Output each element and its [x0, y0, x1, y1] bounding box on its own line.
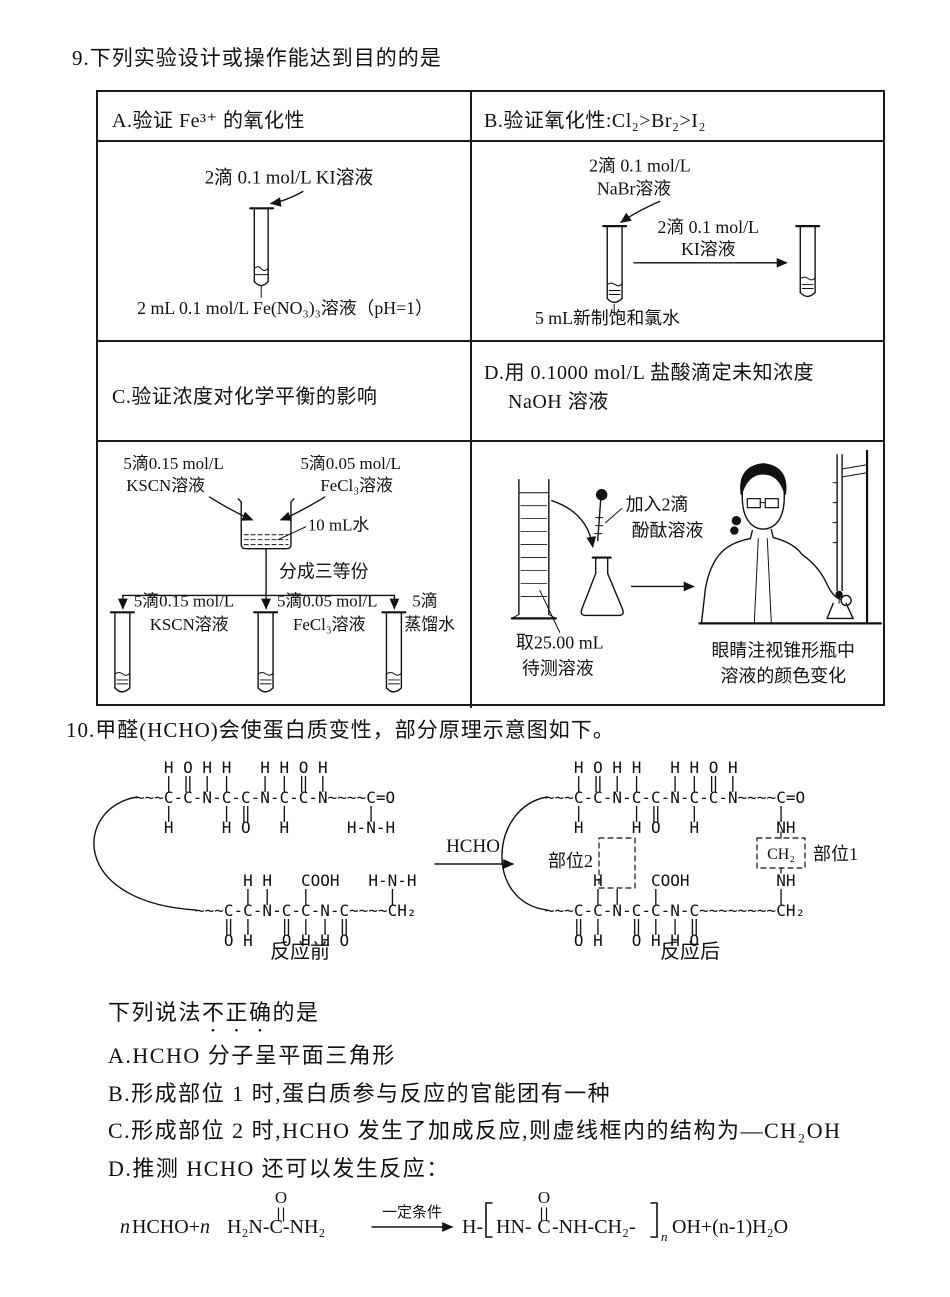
svg-text:一定条件: 一定条件	[382, 1204, 442, 1221]
svg-text:O: O	[538, 1188, 550, 1207]
option-c-diagram-cell: 5滴0.15 mol/L KSCN溶液 5滴0.05 mol/L FeCl₃溶液 10 …	[98, 442, 472, 708]
svg-text:5滴0.15 mol/L: 5滴0.15 mol/L	[134, 591, 234, 610]
option-d-header: D.用 0.1000 mol/L 盐酸滴定未知浓度 NaOH 溶液	[472, 342, 885, 442]
svg-text:2 mL 0.1 mol/L Fe(NO₃)₃溶液（pH=1: 2 mL 0.1 mol/L Fe(NO₃)₃溶液（pH=1）	[137, 298, 433, 319]
svg-text:溶液的颜色变化: 溶液的颜色变化	[720, 666, 846, 686]
protein-chain-after-bottom: H COOH NH | | | | ~~~C-C-N-C-C-N-C~~~~~~…	[545, 871, 806, 950]
svg-text:CH₂: CH₂	[767, 846, 795, 863]
svg-text:5滴0.05 mol/L: 5滴0.05 mol/L	[300, 454, 400, 473]
svg-text:2滴 0.1 mol/L: 2滴 0.1 mol/L	[589, 156, 690, 176]
option-10-d: D.推测 HCHO 还可以发生反应：	[108, 1156, 450, 1181]
svg-text:分成三等份: 分成三等份	[279, 561, 369, 581]
svg-text:O: O	[275, 1188, 287, 1207]
protein-chain-after-top: H O H H H H O H | ‖ | | | | ‖ | ~~~C-C-N…	[545, 758, 806, 837]
protein-chain-before-bottom: H H COOH H-N-H | | | | ~~~C-C-N-C-C-N-C~…	[195, 871, 417, 950]
option-d-header-line1: D.用 0.1000 mol/L 盐酸滴定未知浓度	[484, 362, 815, 384]
svg-text:5滴: 5滴	[412, 591, 437, 610]
svg-text:C: C	[537, 1216, 550, 1238]
svg-text:2滴 0.1 mol/L KI溶液: 2滴 0.1 mol/L KI溶液	[205, 167, 374, 189]
svg-text:H₂N-C-NH₂: H₂N-C-NH₂	[227, 1216, 325, 1238]
option-d-header-line2: NaOH 溶液	[508, 391, 609, 413]
svg-text:蒸馏水: 蒸馏水	[404, 615, 455, 634]
option-10-a: A.HCHO 分子呈平面三角形	[108, 1043, 396, 1068]
svg-text:部位1: 部位1	[813, 844, 858, 864]
question-10-stem: 下列说法不正确的是	[108, 995, 320, 1037]
svg-text:-NH-CH₂-: -NH-CH₂-	[552, 1216, 636, 1238]
option-10-c: C.形成部位 2 时,HCHO 发生了加成反应,则虚线框内的结构为—CH₂OH	[108, 1118, 842, 1143]
svg-text:酚酞溶液: 酚酞溶液	[632, 521, 704, 541]
question-10-title: 10.甲醛(HCHO)会使蛋白质变性，部分原理示意图如下。	[66, 718, 615, 742]
svg-text:KSCN溶液: KSCN溶液	[126, 476, 205, 495]
svg-text:NaBr溶液: NaBr溶液	[597, 178, 671, 198]
question-9-table: A.验证 Fe³⁺ 的氧化性 B.验证氧化性:Cl₂>Br₂>I₂ 2滴 0.1…	[96, 90, 885, 708]
option-d-diagram-cell: 取25.00 mL 待测溶液 加入2滴酚酞溶液眼睛注视锥形瓶中溶液的颜色变化	[472, 442, 885, 708]
svg-text:HN-: HN-	[496, 1216, 532, 1238]
protein-structure-overlay: HCHO 反应前 反应后 部位2 CH₂ 部位1	[93, 796, 858, 963]
svg-text:KSCN溶液: KSCN溶液	[150, 615, 229, 634]
option-c-header: C.验证浓度对化学平衡的影响	[98, 342, 472, 442]
svg-text:反应前: 反应前	[270, 940, 330, 963]
svg-text:OH+(n-1)H₂O: OH+(n-1)H₂O	[672, 1216, 788, 1238]
svg-text:H-: H-	[462, 1216, 483, 1238]
stem-emphasized: 不正确	[202, 1000, 273, 1025]
option-c-diagram: 5滴0.15 mol/L KSCN溶液 5滴0.05 mol/L FeCl₃溶液 10 …	[109, 454, 455, 693]
svg-text:n: n	[200, 1216, 210, 1238]
svg-text:5滴0.15 mol/L: 5滴0.15 mol/L	[123, 454, 223, 473]
svg-text:n: n	[120, 1216, 130, 1238]
svg-text:待测溶液: 待测溶液	[522, 658, 594, 678]
option-10-b: B.形成部位 1 时,蛋白质参与反应的官能团有一种	[108, 1081, 612, 1106]
svg-text:5 mL新制饱和氯水: 5 mL新制饱和氯水	[535, 308, 680, 328]
svg-text:取25.00 mL: 取25.00 mL	[516, 632, 604, 652]
stem-post: 的是	[272, 1000, 320, 1025]
svg-text:加入2滴: 加入2滴	[626, 495, 689, 515]
protein-chain-before-top: H O H H H H O H | ‖ | | | | ‖ | ~~~C-C-N…	[135, 758, 396, 837]
svg-text:FeCl₃溶液: FeCl₃溶液	[293, 615, 366, 634]
svg-text:部位2: 部位2	[548, 851, 593, 871]
option-b-header: B.验证氧化性:Cl₂>Br₂>I₂	[472, 92, 885, 142]
svg-text:KI溶液: KI溶液	[681, 239, 736, 259]
option-a-diagram-cell: 2滴 0.1 mol/L KI溶液 2 mL 0.1 mol/L Fe(NO₃)₃…	[98, 142, 472, 342]
svg-text:HCHO: HCHO	[446, 836, 500, 857]
question-9-title: 9.下列实验设计或操作能达到目的的是	[72, 46, 442, 70]
option-a-diagram: 2滴 0.1 mol/L KI溶液 2 mL 0.1 mol/L Fe(NO₃)₃…	[137, 167, 433, 320]
svg-text:反应后: 反应后	[660, 940, 720, 963]
svg-text:FeCl₃溶液: FeCl₃溶液	[320, 476, 393, 495]
svg-text:眼睛注视锥形瓶中: 眼睛注视锥形瓶中	[711, 640, 855, 660]
svg-text:10 mL水: 10 mL水	[308, 516, 370, 535]
svg-text:HCHO+: HCHO+	[132, 1216, 200, 1238]
option-a-header: A.验证 Fe³⁺ 的氧化性	[98, 92, 472, 142]
svg-text:2滴 0.1 mol/L: 2滴 0.1 mol/L	[657, 217, 758, 237]
svg-text:n: n	[661, 1229, 668, 1244]
stem-pre: 下列说法	[108, 1000, 203, 1025]
svg-text:5滴0.05 mol/L: 5滴0.05 mol/L	[277, 591, 377, 610]
